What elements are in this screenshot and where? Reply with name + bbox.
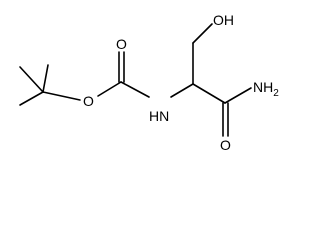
bond-tbu-methyl-top [42, 64, 49, 93]
amide-nitrogen-subscript: 2 [273, 88, 279, 99]
hydroxyl-label: OH [213, 12, 234, 28]
bond-amide-carbon-to-nh2 [224, 87, 252, 104]
ester-oxygen-label: O [83, 93, 94, 109]
bond-amine-to-alpha-carbon [170, 83, 194, 98]
bond-tbu-to-ester-oxygen [42, 91, 81, 101]
amide-carbonyl-oxygen-label: O [220, 137, 231, 153]
chemical-structure: OH O O HN NH2 O [19, 12, 279, 153]
bond-tbu-methyl-left [19, 66, 44, 93]
bond-ester-oxygen-to-carbonyl [97, 81, 122, 97]
amide-nitrogen-label: NH2 [253, 79, 279, 99]
bond-tbu-methyl-bottom [19, 91, 44, 106]
carbamate-carbonyl-oxygen-label: O [116, 36, 127, 52]
bond-ch2-to-hydroxyl [192, 23, 213, 44]
amine-nitrogen-label: HN [149, 108, 169, 124]
bond-carbonyl-to-amine [120, 81, 150, 98]
amide-nitrogen-text: NH [253, 79, 273, 95]
bond-alpha-to-amide-carbon [192, 83, 226, 104]
